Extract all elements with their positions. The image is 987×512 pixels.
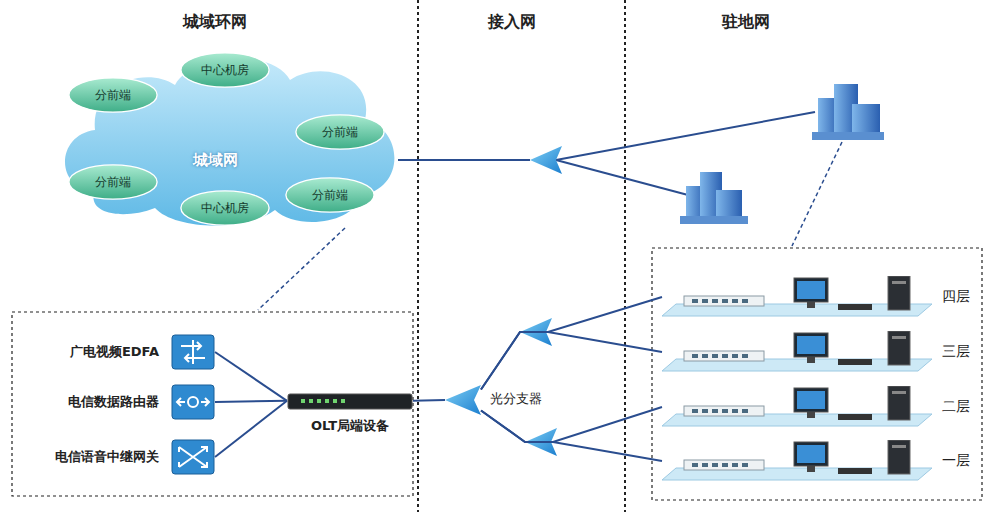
section-title: 驻地网	[722, 12, 770, 33]
fiber-link	[481, 297, 662, 390]
optical-splitter: 光分支器	[445, 385, 481, 415]
floor-illustration	[662, 331, 932, 373]
headend-device: 广电视频EDFA	[70, 334, 215, 370]
section-divider	[417, 0, 419, 512]
fiber-link	[481, 407, 662, 442]
device-label: 电信语音中继网关	[55, 448, 159, 466]
floor-network: 二层	[662, 386, 972, 428]
olt-device: OLT局端设备	[287, 393, 413, 439]
device-icon	[171, 334, 215, 370]
metro-cloud: 城域网中心机房分前端分前端分前端分前端中心机房	[55, 40, 400, 230]
site-ellipse: 中心机房	[180, 52, 270, 88]
site-ellipse: 中心机房	[180, 190, 270, 226]
floor-network: 一层	[662, 440, 972, 482]
site-label: 中心机房	[201, 62, 249, 79]
site-label: 分前端	[322, 124, 358, 141]
section-title: 城域环网	[183, 12, 247, 33]
site-ellipse: 分前端	[68, 164, 158, 200]
floor-label: 一层	[942, 452, 970, 470]
floor-network: 三层	[662, 331, 972, 373]
site-ellipse: 分前端	[285, 177, 375, 213]
section-title: 接入网	[488, 12, 536, 33]
feeder-lines	[398, 112, 815, 195]
leader-line	[792, 142, 842, 246]
device-label: OLT局端设备	[311, 417, 389, 435]
splitter-label: 光分支器	[490, 390, 542, 408]
site-label: 中心机房	[201, 200, 249, 217]
building-detail-box	[652, 248, 982, 500]
site-label: 分前端	[312, 187, 348, 204]
fiber-link	[215, 401, 287, 457]
floor-label: 三层	[942, 343, 970, 361]
floor-illustration	[662, 440, 932, 482]
site-ellipse: 分前端	[68, 77, 158, 113]
site-ellipse: 分前端	[295, 114, 385, 150]
headend-group-box	[12, 312, 413, 496]
headend-device: 电信语音中继网关	[55, 439, 215, 475]
fiber-link	[481, 332, 662, 390]
floor-illustration	[662, 276, 932, 318]
floor-illustration	[662, 386, 932, 428]
splitter-shape	[445, 385, 481, 415]
device-label: 电信数据路由器	[68, 393, 159, 411]
fiber-link	[481, 411, 662, 462]
section-divider	[624, 0, 626, 512]
building-icon	[680, 172, 748, 224]
splitter-symbol	[530, 146, 562, 174]
floor-network: 四层	[662, 276, 972, 318]
floor-label: 四层	[942, 288, 970, 306]
olt-chassis	[287, 393, 413, 411]
site-label: 分前端	[95, 87, 131, 104]
fiber-link	[215, 401, 287, 402]
site-label: 分前端	[95, 174, 131, 191]
floor-label: 二层	[942, 398, 970, 416]
cloud-label: 城域网	[193, 151, 238, 170]
device-label: 广电视频EDFA	[70, 343, 159, 361]
leader-line	[258, 228, 345, 310]
headend-device: 电信数据路由器	[68, 384, 215, 420]
device-icon	[171, 439, 215, 475]
fiber-link	[215, 352, 287, 401]
fiber-link	[413, 399, 445, 402]
device-icon	[171, 384, 215, 420]
building-icon	[812, 84, 884, 140]
